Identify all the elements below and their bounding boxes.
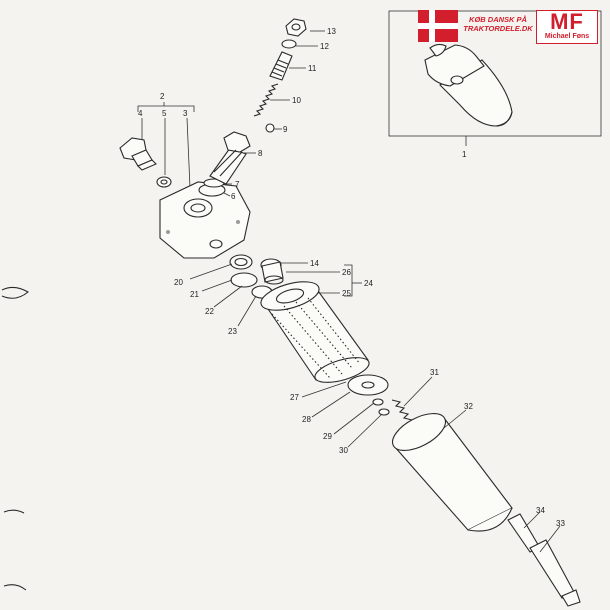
callout-22: 22	[205, 307, 214, 316]
mf-logo: MF	[550, 9, 584, 34]
brand-name: Michael Føns	[544, 33, 590, 40]
part-4-bolt	[119, 137, 157, 171]
binder-hole-mark	[3, 584, 27, 591]
callout-20: 20	[174, 278, 183, 287]
leader-3	[186, 117, 191, 189]
callout-10: 10	[292, 96, 301, 105]
callout-31: 31	[430, 368, 439, 377]
leader-21	[201, 279, 233, 292]
part-12-washer	[281, 39, 297, 49]
leader-6	[223, 192, 231, 197]
callout-26: 26	[342, 268, 351, 277]
callout-27: 27	[290, 393, 299, 402]
callout-9: 9	[283, 125, 288, 134]
callout-13: 13	[327, 27, 336, 36]
mf-logo-box[interactable]: MF Michael Føns	[536, 10, 598, 44]
part-20-seal	[229, 254, 253, 270]
part-5-washer-hole	[160, 179, 168, 185]
callout-32: 32	[464, 402, 473, 411]
leader-32	[443, 409, 467, 429]
callout-29: 29	[323, 432, 332, 441]
callout-14: 14	[310, 259, 319, 268]
callout-24: 24	[364, 279, 373, 288]
part-9-ball	[265, 123, 275, 133]
brand-slogan: KØB DANSK PÅ TRAKTORDELE.DK	[460, 15, 536, 33]
callout-34: 34	[536, 506, 545, 515]
callout-11: 11	[308, 64, 317, 73]
part-33-bolt	[529, 539, 581, 607]
binder-hole-mark	[3, 509, 25, 514]
leader-20	[189, 263, 233, 280]
part-3-filter-head	[159, 181, 251, 259]
callout-3: 3	[183, 109, 188, 118]
bracket-24	[344, 264, 353, 297]
callout-8: 8	[258, 149, 263, 158]
part-25-filter-element	[260, 281, 370, 383]
leader-27	[301, 381, 347, 398]
slogan-line-2: TRAKTORDELE.DK	[463, 24, 533, 33]
danish-flag-icon	[418, 10, 458, 42]
part-29-washer	[372, 398, 384, 406]
callout-23: 23	[228, 327, 237, 336]
callout-1: 1	[462, 150, 467, 159]
part-10-spring	[253, 83, 279, 117]
leader-30	[347, 413, 383, 448]
part-21-plate	[230, 272, 258, 288]
leader-22	[213, 285, 243, 308]
bracket-2	[137, 105, 195, 112]
callout-4: 4	[138, 109, 143, 118]
callout-2: 2	[160, 92, 165, 101]
callout-28: 28	[302, 415, 311, 424]
part-30-washer	[378, 408, 390, 416]
part-27-seal	[361, 381, 375, 389]
binder-hole-mark	[1, 286, 29, 299]
callout-7: 7	[235, 180, 240, 189]
leader-23	[237, 295, 257, 327]
callout-33: 33	[556, 519, 565, 528]
leader-31	[403, 376, 433, 407]
slogan-line-1: KØB DANSK PÅ	[469, 15, 527, 24]
callout-21: 21	[190, 290, 199, 299]
brand-banner[interactable]: KØB DANSK PÅ TRAKTORDELE.DK MF Michael F…	[418, 10, 602, 44]
inset-frame	[388, 10, 602, 137]
part-20-seal-inner	[234, 257, 248, 267]
callout-30: 30	[339, 446, 348, 455]
leader-33	[539, 525, 561, 553]
assembled-filter-inset	[424, 43, 513, 127]
leader-29	[333, 402, 375, 435]
callout-25: 25	[342, 289, 351, 298]
part-14-center-tube	[260, 258, 284, 285]
part-8-valve-body	[209, 131, 251, 185]
part-11-plug	[269, 51, 293, 81]
callout-12: 12	[320, 42, 329, 51]
part-28-plate	[347, 374, 389, 396]
leader-34	[523, 511, 541, 529]
part-5-washer	[156, 176, 172, 188]
callout-6: 6	[231, 192, 236, 201]
part-13-cap	[285, 18, 307, 37]
part-32-canister	[392, 413, 513, 532]
callout-5: 5	[162, 109, 167, 118]
leader-28	[311, 391, 351, 418]
